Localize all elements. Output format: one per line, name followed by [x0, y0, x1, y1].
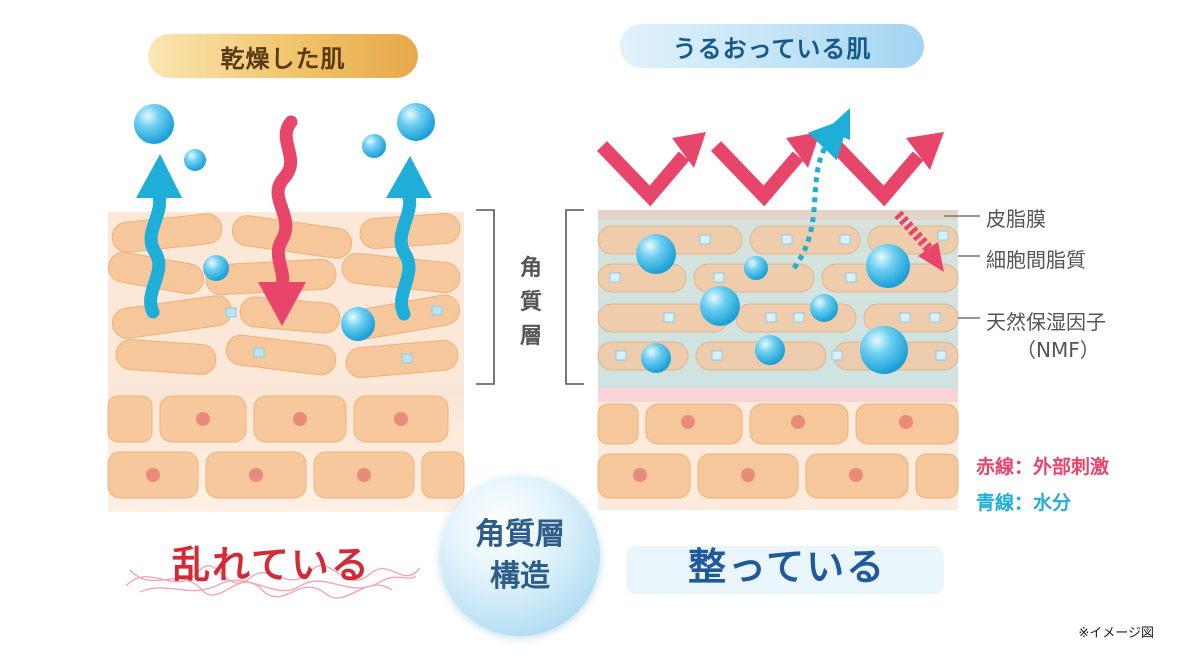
- right-skin-panel: [596, 108, 980, 594]
- dry-skin-title: 乾燥した肌: [148, 34, 418, 78]
- nmf-abbrev-label: （NMF）: [1016, 338, 1100, 362]
- scribble-icon: [125, 564, 421, 599]
- stratum-corneum-label: 角 質 層: [519, 256, 542, 349]
- water-droplet-icon: [134, 103, 435, 341]
- water-droplet-icon: [636, 234, 910, 374]
- moist-skin-title: うるおっている肌: [620, 24, 924, 68]
- image-note: ※イメージ図: [1078, 626, 1154, 641]
- red-dashed-arrow-icon: [894, 210, 944, 272]
- red-zigzag-arrow-icon: [258, 115, 306, 326]
- legend-blue: 青線：水分: [976, 492, 1072, 514]
- right-status: 整っている: [688, 545, 887, 589]
- blue-wavy-arrow-icon: [144, 185, 417, 321]
- legend-red: 赤線：外部刺激: [976, 456, 1110, 478]
- red-zigzag-arrow-icon: [596, 141, 924, 207]
- center-bubble-text: 角質層 構造: [475, 517, 565, 594]
- center-bubble: 角質層 構造: [440, 476, 600, 636]
- left-skin-panel: [107, 103, 465, 599]
- left-status: 乱れている: [172, 543, 371, 587]
- nmf-label: 天然保湿因子: [986, 310, 1106, 334]
- left-bracket: [476, 209, 495, 385]
- intercellular-lipids-label: 細胞間脂質: [986, 248, 1086, 272]
- right-bracket: [565, 209, 584, 385]
- sebum-film-label: 皮脂膜: [986, 207, 1046, 231]
